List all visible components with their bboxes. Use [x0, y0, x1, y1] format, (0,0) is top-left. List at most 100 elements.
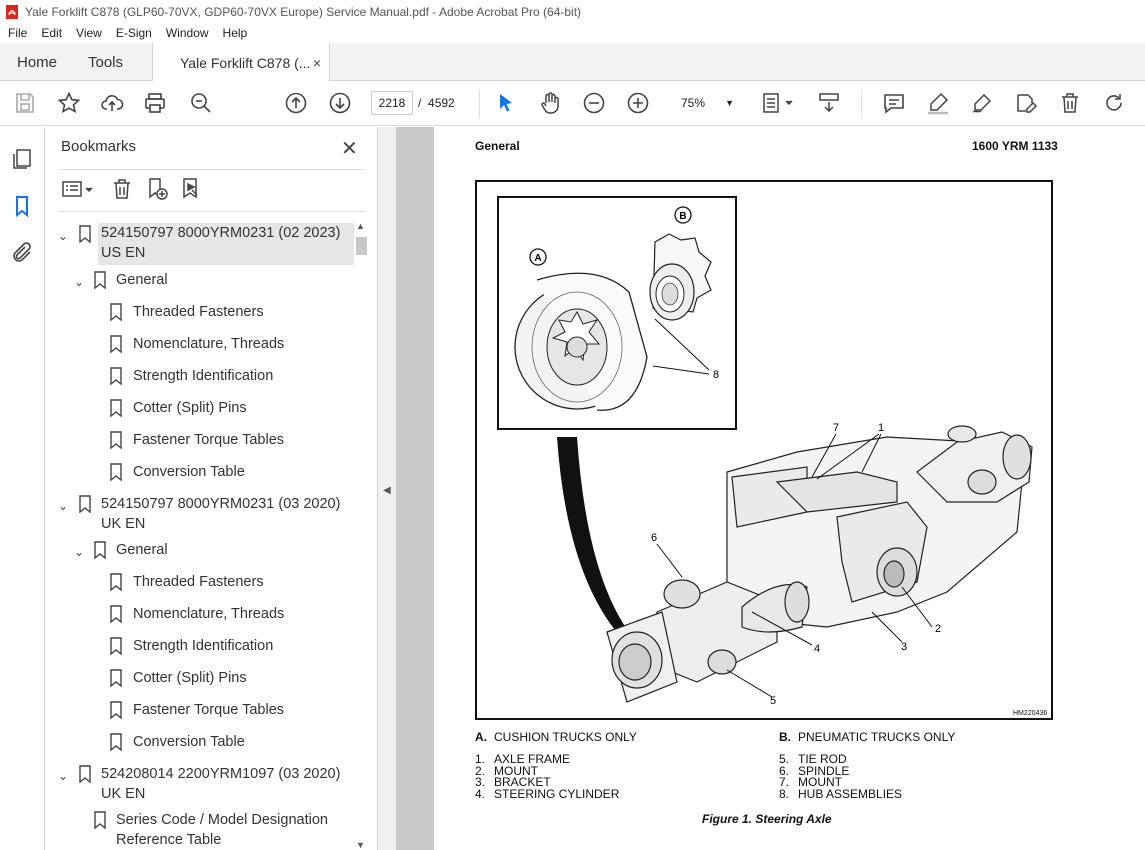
bookmark-item-general[interactable]: General: [116, 272, 168, 288]
bookmark-item[interactable]: Conversion Table: [133, 464, 245, 480]
bookmark-icon: [110, 303, 122, 321]
close-panel-icon[interactable]: ✕: [341, 138, 358, 160]
total-pages: 4592: [428, 96, 455, 110]
scroll-mode-icon[interactable]: [817, 91, 841, 115]
bookmark-label: Reference Table: [116, 832, 222, 848]
callout-3: 3: [901, 641, 907, 653]
new-bookmark-icon[interactable]: [145, 177, 169, 201]
tab-tools[interactable]: Tools: [88, 53, 124, 71]
bookmark-options-icon[interactable]: [61, 177, 97, 201]
page-number-input[interactable]: 2218: [371, 91, 413, 115]
bookmarks-tree: ⌄ 524150797 8000YRM0231 (02 2023) US EN …: [45, 219, 357, 850]
menu-e-sign[interactable]: E-Sign: [115, 26, 152, 40]
close-tab-icon[interactable]: ×: [312, 54, 321, 71]
save-icon[interactable]: [13, 91, 37, 115]
menu-bar: File Edit View E-Sign Window Help: [0, 23, 1145, 43]
legend-row: 8.HUB ASSEMBLIES: [779, 786, 903, 801]
upload-cloud-icon[interactable]: [100, 91, 124, 115]
bookmark-item-general[interactable]: General: [116, 542, 168, 558]
legend-row: 4.STEERING CYLINDER: [475, 786, 620, 801]
chevron-down-icon[interactable]: ⌄: [58, 499, 69, 513]
zoom-search-icon[interactable]: [189, 91, 213, 115]
edit-pdf-icon[interactable]: [1014, 91, 1038, 115]
delete-bookmark-icon[interactable]: [110, 177, 134, 201]
bookmarks-panel-icon[interactable]: [10, 194, 34, 218]
zoom-out-icon[interactable]: [582, 91, 606, 115]
pages-thumbnails-icon[interactable]: [10, 147, 34, 171]
document-viewport[interactable]: General 1600 YRM 1133 A B: [396, 127, 1145, 850]
callout-2: 2: [935, 623, 941, 635]
collapse-left-icon: ◀: [383, 485, 391, 496]
steering-axle-figure: A B 8: [475, 180, 1053, 720]
bookmark-item[interactable]: Cotter (Split) Pins: [133, 670, 247, 686]
bookmark-item[interactable]: Fastener Torque Tables: [133, 432, 285, 448]
bookmark-icon: [110, 335, 122, 353]
figure-caption: Figure 1. Steering Axle: [702, 812, 832, 826]
page-count: / 4592: [418, 96, 455, 110]
menu-view[interactable]: View: [76, 26, 102, 40]
panel-collapse-handle[interactable]: ◀: [378, 127, 396, 850]
scroll-up-icon[interactable]: ▲: [356, 221, 365, 231]
delete-trash-icon[interactable]: [1058, 91, 1082, 115]
bookmark-item[interactable]: Nomenclature, Threads: [133, 606, 285, 622]
bookmark-item[interactable]: Threaded Fasteners: [133, 304, 264, 320]
bookmark-search-icon[interactable]: [179, 177, 203, 201]
bookmark-icon: [110, 573, 122, 591]
bookmark-label: US EN: [101, 245, 146, 261]
highlight-pen-icon[interactable]: [926, 91, 950, 115]
legend-b-text: PNEUMATIC TRUCKS ONLY: [798, 730, 956, 744]
chevron-down-icon[interactable]: ⌄: [58, 769, 69, 783]
select-cursor-icon[interactable]: [494, 91, 518, 115]
zoom-level-select[interactable]: 75% ▼: [668, 91, 742, 115]
next-page-icon[interactable]: [328, 91, 352, 115]
bookmark-label: Series Code / Model Designation: [116, 812, 328, 828]
rotate-icon[interactable]: [1102, 91, 1126, 115]
attachments-paperclip-icon[interactable]: [10, 241, 34, 265]
menu-help[interactable]: Help: [222, 26, 248, 40]
window-title: Yale Forklift C878 (GLP60-70VX, GDP60-70…: [25, 4, 582, 19]
legend-row: 2.MOUNT: [475, 763, 538, 778]
menu-window[interactable]: Window: [165, 26, 209, 40]
page-fit-icon[interactable]: [760, 91, 796, 115]
bookmark-item-level0[interactable]: 524208014 2200YRM1097 (03 2020) UK EN: [101, 764, 340, 804]
menu-file[interactable]: File: [8, 26, 28, 40]
legend-b-key: B.: [779, 730, 791, 744]
bookmark-item[interactable]: Conversion Table: [133, 734, 245, 750]
bookmark-item[interactable]: Series Code / Model Designation Referenc…: [116, 810, 328, 850]
bookmark-icon: [110, 637, 122, 655]
bookmarks-panel: Bookmarks ✕ ⌄ 524150797 8000YRM0231 (02 …: [45, 127, 378, 850]
menu-edit[interactable]: Edit: [41, 26, 63, 40]
bookmark-item[interactable]: Nomenclature, Threads: [133, 336, 285, 352]
chevron-down-icon[interactable]: ⌄: [74, 545, 85, 559]
print-icon[interactable]: [143, 91, 167, 115]
bookmark-item-level0[interactable]: 524150797 8000YRM0231 (03 2020) UK EN: [101, 494, 340, 534]
bookmark-item[interactable]: Strength Identification: [133, 638, 274, 654]
zoom-in-icon[interactable]: [626, 91, 650, 115]
hand-tool-icon[interactable]: [538, 91, 562, 115]
chevron-down-icon[interactable]: ⌄: [58, 229, 69, 243]
chevron-down-icon[interactable]: ⌄: [74, 275, 85, 289]
bookmark-icon: [110, 701, 122, 719]
bookmark-item[interactable]: Fastener Torque Tables: [133, 702, 285, 718]
bookmark-item-level0[interactable]: 524150797 8000YRM0231 (02 2023) US EN: [98, 223, 354, 265]
draw-freehand-icon[interactable]: [970, 91, 994, 115]
scrollbar-thumb[interactable]: [356, 237, 367, 255]
legend-a: A.CUSHION TRUCKS ONLY: [475, 731, 637, 744]
tab-document[interactable]: Yale Forklift C878 (... ×: [152, 43, 330, 82]
left-nav-rail: [0, 127, 45, 850]
zoom-value: 75%: [681, 96, 706, 110]
bookmark-item[interactable]: Strength Identification: [133, 368, 274, 384]
previous-page-icon[interactable]: [284, 91, 308, 115]
bookmark-label: 524150797 8000YRM0231 (02 2023): [101, 225, 341, 241]
page-separator: /: [418, 96, 422, 110]
chevron-down-icon: ▼: [725, 98, 734, 108]
tab-bar: Home Tools Yale Forklift C878 (... ×: [0, 43, 1145, 82]
scroll-down-icon[interactable]: ▼: [356, 840, 365, 850]
window-title-bar: Yale Forklift C878 (GLP60-70VX, GDP60-70…: [0, 0, 1145, 23]
bookmark-item[interactable]: Threaded Fasteners: [133, 574, 264, 590]
bookmark-item[interactable]: Cotter (Split) Pins: [133, 400, 247, 416]
star-icon[interactable]: [57, 91, 81, 115]
comment-icon[interactable]: [882, 91, 906, 115]
bookmarks-scrollbar[interactable]: ▲ ▼: [354, 219, 368, 850]
tab-home[interactable]: Home: [17, 53, 58, 71]
